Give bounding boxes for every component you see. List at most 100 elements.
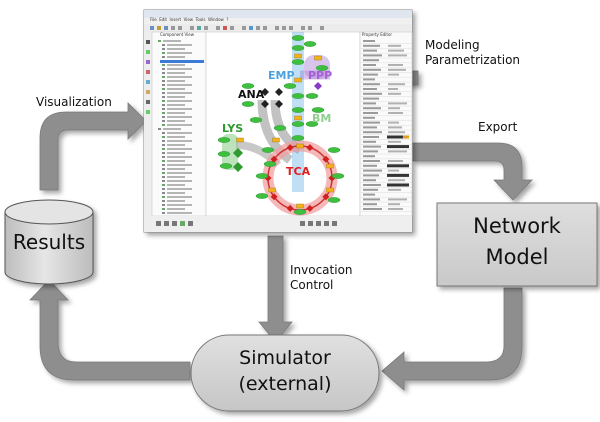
metabolite-node [327, 147, 341, 153]
export-arrow [411, 142, 533, 201]
property-value [388, 188, 401, 191]
menu-item-edit[interactable]: Edit [159, 17, 167, 22]
property-color-swatch [387, 145, 409, 149]
property-key [363, 64, 376, 66]
menu-item-file[interactable]: File [150, 17, 157, 22]
tree-item-icon [162, 48, 165, 50]
tca-diamond [322, 155, 330, 163]
property-color-swatch [387, 164, 409, 168]
tree-item-icon [162, 44, 165, 46]
property-color-swatch [387, 135, 409, 139]
property-editor-title: Property Editor [362, 32, 393, 37]
metabolite-node [263, 161, 277, 167]
tree-item-icon [162, 112, 165, 114]
tree-item-text [167, 96, 185, 98]
property-key [363, 155, 375, 158]
property-key [363, 49, 377, 52]
simulator-to-results-arrow [29, 279, 191, 381]
tree-item-text [167, 120, 185, 122]
flux-node [268, 187, 276, 193]
tree-item-text [167, 112, 185, 114]
flux-node [326, 187, 334, 193]
property-key [363, 44, 380, 47]
tree-item-icon [162, 84, 165, 86]
tree-item-text [167, 56, 185, 58]
ana-reaction-nodes [261, 88, 283, 108]
flux-node [296, 143, 304, 149]
tree-item-text [167, 152, 185, 154]
menu-item-view[interactable]: View [183, 17, 194, 22]
property-key [363, 107, 381, 110]
metabolite-node [249, 117, 263, 123]
metabolite-node [291, 93, 305, 99]
property-key [363, 126, 377, 129]
tree-item-icon [162, 96, 165, 98]
tree-item-text [167, 108, 192, 110]
tree-item-icon [162, 196, 165, 198]
bm-label: BM [312, 112, 331, 125]
tree-item-icon [162, 72, 165, 74]
tree-item-icon [158, 40, 161, 42]
export-label: Export [478, 120, 518, 134]
property-color-swatch [387, 173, 409, 177]
modeling-label-line1: Modeling [425, 38, 480, 52]
tree-item-icon [162, 108, 165, 110]
tree-item-icon [162, 208, 165, 210]
tree-item-icon [162, 132, 165, 134]
property-value [388, 102, 407, 105]
metabolite-node [261, 147, 275, 153]
tree-item-icon [162, 136, 165, 138]
tree-item-text [167, 84, 192, 86]
visualization-label: Visualization [36, 95, 112, 109]
selected-tree-item [160, 60, 204, 63]
emp-label: EMP [268, 69, 295, 82]
tree-item-icon [162, 172, 165, 174]
property-value [388, 54, 407, 57]
simulator-node [190, 334, 380, 412]
tree-item-text [167, 192, 185, 194]
property-value [388, 64, 403, 66]
visualization-arrow [39, 102, 147, 191]
tree-item-text [167, 204, 192, 206]
simulator-label-line2: (external) [238, 373, 332, 395]
metabolite-node [241, 83, 255, 89]
property-key [363, 112, 378, 114]
property-key [363, 145, 381, 148]
menu-item-help[interactable]: ? [226, 17, 229, 22]
network-drawing: EMP PPP ANA LYS BM TCA [217, 32, 345, 216]
menu-item-tools[interactable]: Tools [195, 17, 206, 22]
component-tree-lines [158, 40, 192, 214]
property-key [363, 121, 380, 124]
tree-item-text [167, 132, 192, 134]
property-key [363, 54, 382, 57]
tree-item-text [167, 68, 192, 70]
simulator-label-line1: Simulator [239, 347, 331, 369]
tree-item-text [167, 180, 192, 182]
property-value [388, 92, 401, 95]
metabolite-node [305, 121, 319, 127]
tree-item-icon [162, 212, 165, 214]
ppp-label: PPP [308, 69, 332, 82]
menu-item-window[interactable]: Window [208, 17, 224, 22]
tree-item-text [167, 124, 192, 126]
property-value [388, 131, 405, 134]
tree-item-icon [162, 160, 165, 162]
tree-item-text [167, 196, 192, 198]
metabolite-nodes [217, 35, 345, 215]
network-model-box [436, 202, 598, 287]
property-key [363, 150, 378, 153]
menu-item-insert[interactable]: Insert [169, 17, 182, 22]
metabolite-node [303, 41, 317, 47]
tree-item-icon [162, 88, 165, 90]
tree-item-icon [162, 124, 165, 126]
network-model-label-line2: Model [485, 245, 549, 269]
tree-item-text [167, 208, 185, 210]
tree-item-text [167, 168, 185, 170]
flux-node [314, 55, 322, 61]
tree-item-icon [162, 200, 165, 202]
toolbar-icons [150, 26, 324, 30]
property-key [363, 40, 375, 42]
results-database [4, 199, 94, 285]
tree-item-icon [162, 168, 165, 170]
metabolite-node [255, 193, 269, 199]
